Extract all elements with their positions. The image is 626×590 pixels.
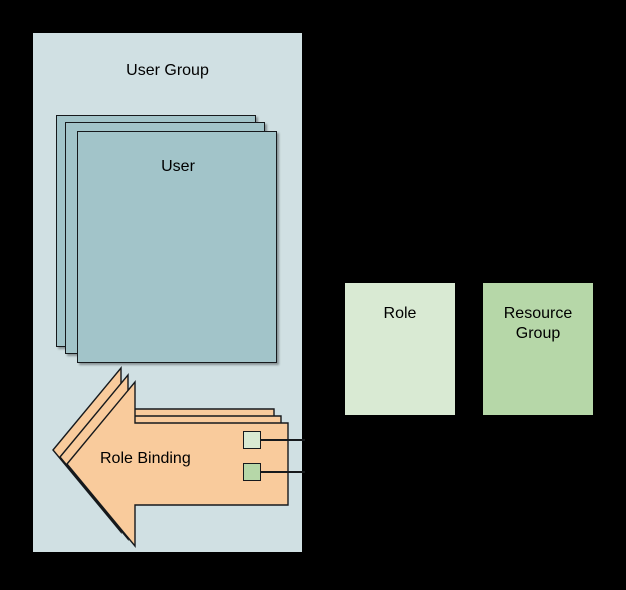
resource-group-port-icon[interactable] <box>243 463 261 481</box>
resource-group-connector-line <box>261 471 305 473</box>
role-box[interactable]: Role <box>345 283 455 415</box>
user-group-label: User Group <box>126 62 209 79</box>
role-box-label: Role <box>383 305 417 322</box>
resource-group-box-label-line2: Group <box>515 325 561 342</box>
role-connector-line <box>261 439 305 441</box>
resource-group-box[interactable]: Resource Group <box>483 283 593 415</box>
role-binding-label: Role Binding <box>100 450 191 467</box>
role-binding-arrow-front[interactable] <box>66 380 289 548</box>
user-card-label: User <box>161 158 195 175</box>
role-port-icon[interactable] <box>243 431 261 449</box>
resource-group-box-label: Resource Group <box>483 304 593 344</box>
user-card-front[interactable]: User <box>77 131 277 363</box>
resource-group-box-label-line1: Resource <box>503 305 573 322</box>
